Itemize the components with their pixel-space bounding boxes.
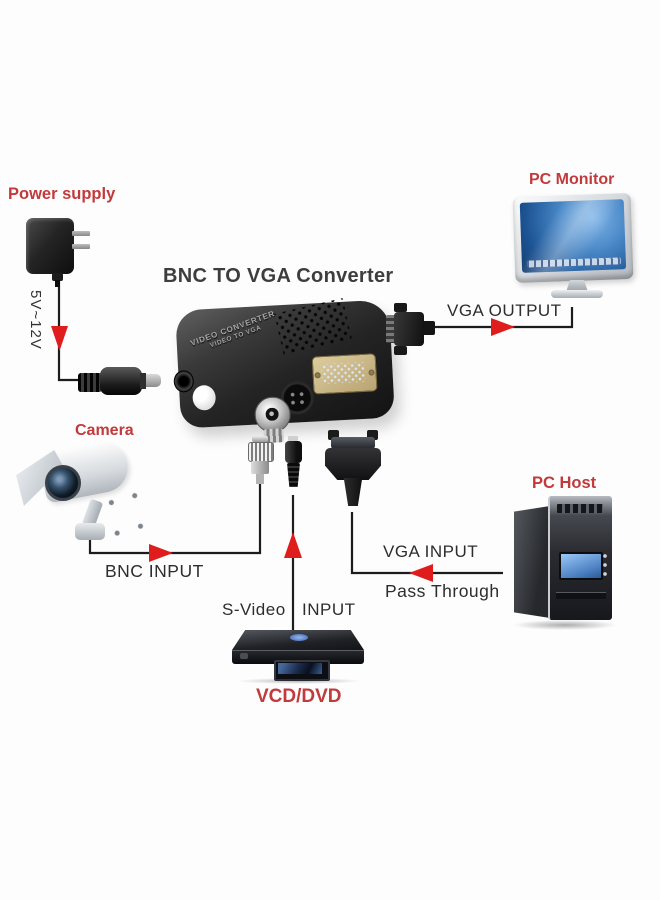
- tower-front-panel: [548, 496, 612, 620]
- monitor-stand-neck: [566, 280, 588, 292]
- adapter-cable-tip: [55, 280, 60, 287]
- vga-port-screw: [368, 369, 375, 376]
- vga-pass-through-connector-image: [325, 430, 381, 516]
- bnc-plug-tip: [252, 436, 268, 442]
- dvd-logo: [290, 634, 308, 641]
- adapter-body: [26, 218, 74, 274]
- label-camera: Camera: [75, 422, 134, 439]
- bnc-plug-stem: [256, 474, 264, 484]
- dvd-shadow: [236, 678, 362, 684]
- tower-drive-bays: [557, 504, 603, 513]
- dc-plug-barrel: [100, 367, 142, 395]
- cctv-camera-image: [14, 438, 159, 548]
- label-vga-output: VGA OUTPUT: [447, 301, 562, 320]
- monitor-stand-base: [551, 290, 603, 298]
- arrow-left-pass-through: [409, 564, 433, 582]
- camera-lens: [45, 465, 81, 501]
- vga-screw-knob: [394, 303, 407, 312]
- adapter-prong: [72, 231, 90, 236]
- dc-plug-image: [78, 363, 164, 399]
- vga-port-inner: [321, 361, 367, 385]
- s-video-plug-barrel: [285, 441, 302, 463]
- vga-cable-boot: [343, 478, 363, 506]
- bnc-port-center: [265, 407, 279, 422]
- vga-connector-shell: [331, 437, 375, 449]
- monitor-bezel: [512, 192, 634, 284]
- pc-tower-image: [514, 494, 620, 632]
- round-sticker: [192, 384, 217, 411]
- label-voltage: 5V~12V: [27, 290, 44, 350]
- wire-power: [57, 281, 80, 382]
- bnc-plug-body: [251, 461, 269, 474]
- label-vcd-dvd: VCD/DVD: [256, 686, 342, 707]
- tower-lcd-display: [559, 552, 603, 580]
- dvd-disc-art: [278, 663, 322, 674]
- bnc-vga-converter-image: VIDEO CONVERTER VIDEO TO VGA: [173, 298, 395, 444]
- dc-jack-port: [173, 369, 195, 393]
- diagram-title: BNC TO VGA Converter: [163, 265, 394, 287]
- dc-plug-collar: [140, 373, 146, 389]
- label-power-supply: Power supply: [8, 185, 116, 203]
- monitor-screen: [519, 199, 627, 273]
- s-video-connector-image: [284, 436, 304, 498]
- s-video-plug-tip: [288, 436, 298, 441]
- vga-screw-knob: [394, 346, 407, 355]
- converter-vent-holes: [274, 298, 352, 355]
- dvd-brand-badge: [240, 653, 248, 659]
- label-s-video-input: INPUT: [302, 600, 356, 619]
- label-bnc-input: BNC INPUT: [105, 561, 204, 581]
- adapter-prong: [72, 244, 90, 249]
- wire-vga-pass-through: [350, 512, 503, 575]
- wire-vga-output: [432, 307, 574, 329]
- arrow-right-bnc-input: [149, 544, 173, 562]
- vga-cable-stub: [422, 321, 435, 335]
- vga-screw-knob: [328, 430, 339, 440]
- tower-buttons: [602, 552, 608, 578]
- label-pass-through: Pass Through: [385, 581, 500, 601]
- vga-connector-body: [394, 312, 424, 346]
- vga-port: [311, 353, 378, 395]
- label-vga-input: VGA INPUT: [383, 542, 479, 561]
- vga-screw-knob: [367, 430, 378, 440]
- label-pc-monitor: PC Monitor: [529, 171, 615, 188]
- arrow-down-power: [51, 326, 68, 351]
- power-adapter-image: [26, 216, 96, 288]
- vcd-dvd-player-image: [230, 628, 370, 692]
- dc-plug-tip: [146, 374, 161, 387]
- dc-plug-strain-relief: [78, 373, 102, 392]
- bnc-plug-knurl: [248, 442, 274, 462]
- vga-output-connector-image: [386, 303, 438, 355]
- tower-shadow: [514, 620, 616, 630]
- vga-connector-body: [325, 448, 381, 480]
- label-pc-host: PC Host: [532, 474, 597, 492]
- arrow-right-vga-output: [491, 318, 515, 336]
- camera-wall-plate: [103, 489, 147, 541]
- vga-connector-face: [386, 315, 396, 343]
- s-video-plug-boot: [287, 463, 300, 487]
- tower-side-panel: [514, 506, 550, 618]
- pc-monitor-image: [512, 192, 644, 298]
- vga-port-screw: [314, 372, 321, 379]
- tower-vent-groove: [556, 592, 606, 599]
- converter-top-print: VIDEO CONVERTER VIDEO TO VGA: [180, 306, 288, 360]
- arrow-up-s-video: [284, 532, 302, 558]
- wire-bnc-input: [88, 481, 262, 555]
- label-s-video: S-Video: [222, 600, 286, 619]
- camera-mount-foot: [75, 523, 105, 540]
- bnc-connector-image: [246, 436, 274, 484]
- adapter-cable-nub: [52, 273, 63, 281]
- dvd-front-panel: [232, 650, 364, 664]
- dvd-disc-tray: [274, 660, 330, 681]
